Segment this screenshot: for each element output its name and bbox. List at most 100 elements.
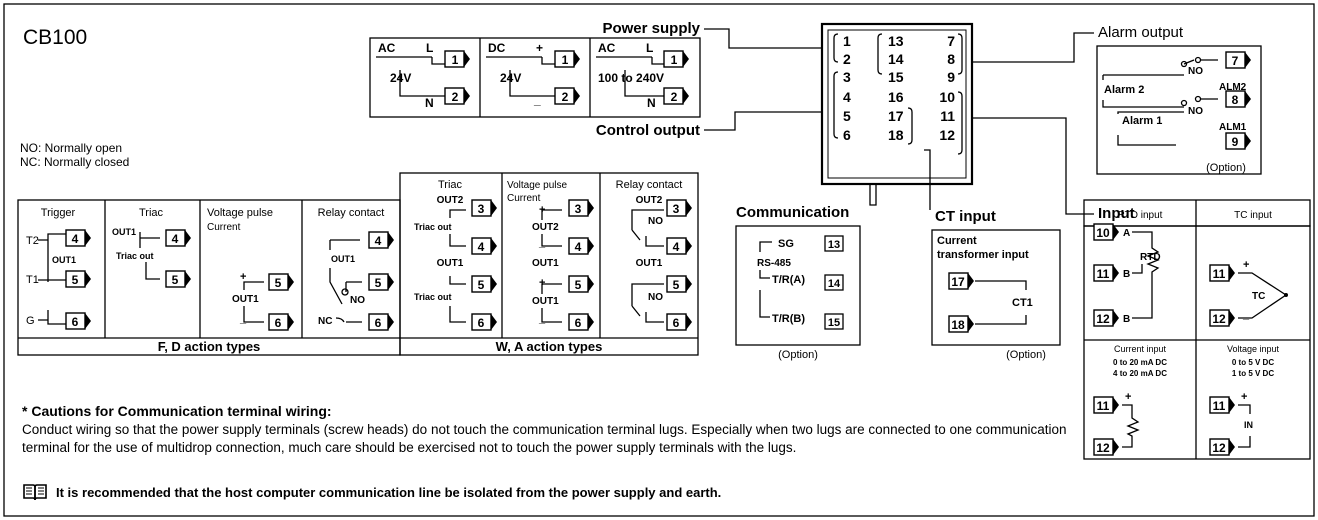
svg-text:NO: NO (648, 216, 663, 227)
svg-text:OUT2: OUT2 (437, 195, 464, 206)
svg-text:8: 8 (947, 51, 955, 67)
input-section: Input RTD input 10 A 11 B 12 B RTD TC in… (972, 117, 1311, 460)
svg-text:5: 5 (673, 278, 680, 292)
svg-text:OUT1: OUT1 (437, 258, 464, 269)
svg-text:OUT1: OUT1 (52, 255, 76, 265)
svg-text:OUT1: OUT1 (636, 258, 663, 269)
svg-text:+: + (539, 277, 545, 289)
svg-text:(Option): (Option) (778, 349, 818, 361)
svg-text:6: 6 (375, 316, 382, 330)
svg-text:7: 7 (1232, 54, 1239, 68)
svg-text:(Option): (Option) (1206, 162, 1246, 174)
svg-text:17: 17 (951, 275, 965, 289)
fd-caption: F, D action types (158, 339, 261, 354)
svg-text:Alarm 1: Alarm 1 (1122, 115, 1162, 127)
svg-text:2: 2 (843, 51, 851, 67)
svg-text:Triac out: Triac out (116, 251, 154, 261)
power-supply-box (369, 37, 701, 118)
svg-text:N: N (647, 96, 656, 110)
svg-text:Triac out: Triac out (414, 222, 452, 232)
terminal-column-2: 13 14 15 16 17 18 (888, 33, 904, 143)
note-row: It is recommended that the host computer… (22, 482, 1082, 502)
svg-text:RS-485: RS-485 (757, 258, 791, 269)
svg-text:14: 14 (888, 51, 904, 67)
power-ac100: AC L 100 to 240V N 1 2 (596, 41, 690, 110)
wa-action-types: W, A action types Triac OUT2 Triac out O… (399, 172, 699, 356)
svg-text:4: 4 (575, 240, 582, 254)
svg-text:11: 11 (1213, 399, 1226, 413)
svg-text:8: 8 (1232, 93, 1239, 107)
svg-text:Current: Current (207, 222, 241, 233)
svg-text:_: _ (239, 313, 247, 325)
svg-text:6: 6 (673, 316, 680, 330)
svg-text:6: 6 (275, 316, 282, 330)
fd-action-types: F, D action types Trigger T2 T1 G OUT1 4… (17, 199, 401, 356)
note-no: NO: Normally open (20, 141, 122, 155)
power-supply-leader (704, 28, 822, 49)
svg-text:OUT1: OUT1 (112, 227, 136, 237)
svg-text:NO: NO (1188, 106, 1203, 117)
svg-text:Voltage input: Voltage input (1227, 344, 1280, 354)
svg-text:B: B (1123, 269, 1130, 280)
svg-text:G: G (26, 315, 35, 327)
ct-input-section: CT input Current transformer input 17 18… (924, 149, 1061, 361)
svg-text:OUT1: OUT1 (232, 294, 259, 305)
svg-text:15: 15 (888, 69, 904, 85)
svg-text:Current: Current (937, 235, 977, 247)
svg-text:6: 6 (72, 315, 79, 329)
svg-text:6: 6 (478, 316, 485, 330)
svg-text:17: 17 (888, 108, 904, 124)
svg-text:CT input: CT input (935, 208, 996, 225)
svg-text:3: 3 (478, 202, 485, 216)
svg-text:Voltage pulse: Voltage pulse (207, 207, 273, 219)
svg-text:3: 3 (843, 69, 851, 85)
svg-text:4: 4 (72, 232, 79, 246)
svg-text:2: 2 (562, 90, 569, 104)
svg-text:SG: SG (778, 238, 794, 250)
svg-text:11: 11 (940, 108, 955, 124)
svg-text:Alarm 2: Alarm 2 (1104, 84, 1144, 96)
terminal-2-ac: 2 (663, 87, 690, 105)
svg-text:3: 3 (673, 202, 680, 216)
svg-text:+: + (1241, 391, 1247, 403)
svg-text:IN: IN (1244, 420, 1253, 430)
svg-text:NO: NO (1188, 66, 1203, 77)
svg-text:+: + (1125, 391, 1131, 403)
svg-text:12: 12 (939, 127, 955, 143)
model-title: CB100 (23, 26, 87, 49)
note-nc: NC: Normally closed (20, 155, 129, 169)
svg-text:4: 4 (375, 234, 382, 248)
cautions-body: Conduct wiring so that the power supply … (22, 422, 1067, 455)
svg-text:_: _ (538, 237, 546, 249)
svg-text:CT1: CT1 (1012, 297, 1033, 309)
terminal-1-ac: 1 (663, 50, 690, 68)
svg-text:Alarm output: Alarm output (1098, 24, 1184, 41)
svg-text:24V: 24V (500, 71, 521, 85)
svg-text:4: 4 (843, 89, 851, 105)
terminal-1-dc: 1 (554, 50, 581, 68)
control-output-title: Control output (596, 122, 700, 139)
svg-text:12: 12 (1212, 312, 1226, 326)
svg-text:7: 7 (947, 33, 955, 49)
svg-text:15: 15 (828, 317, 840, 329)
terminal-2-dc: 2 (554, 87, 581, 105)
svg-text:OUT1: OUT1 (532, 258, 559, 269)
svg-text:_: _ (533, 93, 541, 107)
svg-text:4: 4 (673, 240, 680, 254)
svg-text:14: 14 (828, 278, 841, 290)
svg-text:9: 9 (947, 69, 955, 85)
svg-text:1: 1 (452, 53, 459, 67)
svg-text:ALM1: ALM1 (1219, 122, 1247, 133)
svg-text:11: 11 (1097, 267, 1110, 281)
svg-text:B: B (1123, 314, 1130, 325)
svg-text:Relay contact: Relay contact (318, 207, 385, 219)
svg-text:T/R(B): T/R(B) (772, 313, 805, 325)
svg-text:1: 1 (562, 53, 569, 67)
svg-text:5: 5 (172, 273, 179, 287)
alarm-leader (972, 32, 1094, 63)
svg-text:9: 9 (1232, 135, 1239, 149)
svg-text:L: L (426, 41, 433, 55)
svg-text:+: + (1243, 259, 1249, 271)
